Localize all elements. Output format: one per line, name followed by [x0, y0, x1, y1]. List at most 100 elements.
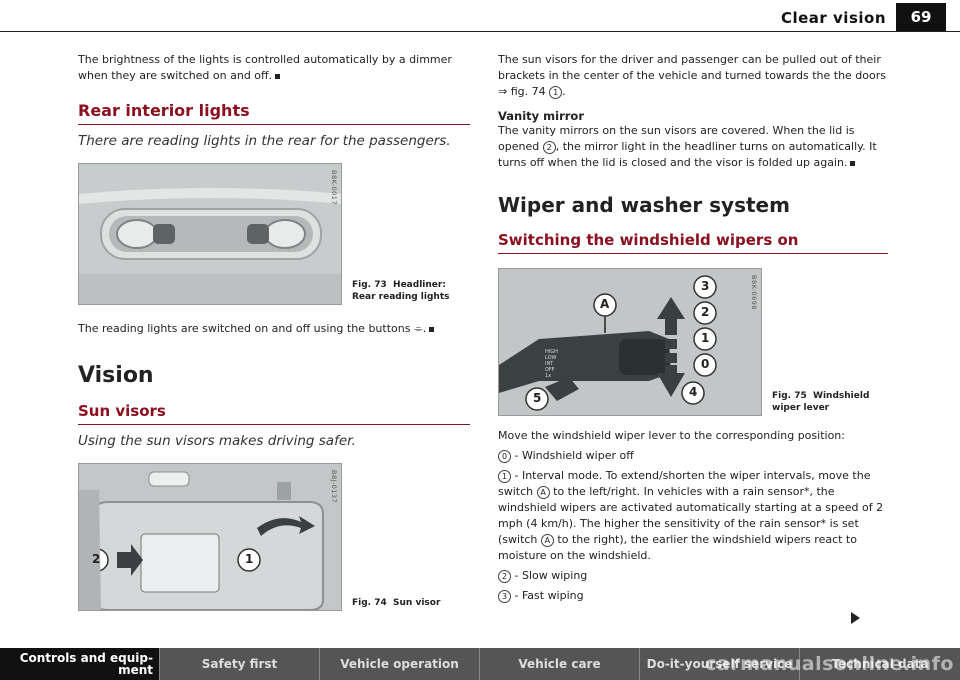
open-arrow: [117, 544, 143, 576]
sun-visor-drawing: [79, 464, 341, 610]
list-item: 2 - Slow wiping: [498, 568, 888, 584]
vision-heading: Vision: [78, 363, 154, 388]
callout-0-label: 0: [701, 357, 710, 371]
dimmer-paragraph: The brightness of the lights is controll…: [78, 52, 470, 84]
left-lamp-button: [153, 224, 175, 244]
dimmer-text: The brightness of the lights is controll…: [78, 53, 452, 82]
lever-position-labels: HIGH LOW INT OFF 1x: [545, 349, 558, 379]
move-lever-paragraph: Move the windshield wiper lever to the c…: [498, 429, 845, 442]
position-description: - Fast wiping: [514, 589, 584, 602]
caption-label: Fig. 74: [352, 598, 387, 608]
figure-73-caption: Fig. 73 Headliner: Rear reading lights: [352, 279, 449, 303]
callout-1: [237, 548, 261, 572]
wiper-lever-illustration: A 3 2 1 0 4 5 HIGH LOW INT OFF 1x B8K-06…: [498, 268, 762, 416]
nav-tab-vehicle-care[interactable]: Vehicle care: [480, 648, 640, 680]
callout-5-label: 5: [533, 391, 542, 405]
position-number: 0: [498, 449, 511, 463]
right-column: The sun visors for the driver and passen…: [498, 52, 888, 604]
nav-tab-diy-service[interactable]: Do-it-yourself service: [640, 648, 800, 680]
mirror-light: [148, 471, 190, 487]
header-rule: [0, 31, 960, 32]
up-arrow: [657, 297, 685, 335]
figure-74-caption: Fig. 74 Sun visor: [352, 597, 440, 609]
callout-1-label: 1: [701, 331, 710, 345]
caption-title-2: wiper lever: [772, 403, 830, 413]
caption-title-2: Rear reading lights: [352, 292, 450, 302]
callout-0: [693, 353, 717, 377]
sun-visor-illustration: 2 1 B8J-0137: [78, 463, 342, 611]
position-description-3: to the right), the earlier the windshiel…: [498, 533, 857, 562]
right-lamp-button: [247, 224, 269, 244]
callout-2-label: 2: [701, 305, 710, 319]
figure-code: B8K-0698: [750, 275, 758, 311]
reading-light-button-icon: ⌯: [413, 322, 423, 335]
figure-75-caption: Fig. 75 Windshield wiper lever: [772, 390, 869, 414]
position-description-2: to the left/right. In vehicles with a ra…: [498, 485, 884, 546]
continue-arrow-icon: [851, 612, 860, 624]
vanity-text-b: , the mirror light in the headliner turn…: [498, 140, 877, 169]
vanity-mirror: [140, 533, 220, 593]
switch-reference: A: [540, 533, 554, 547]
nav-tab-controls[interactable]: Controls and equip- ment: [0, 648, 160, 680]
rotate-arrow: [257, 516, 315, 536]
caption-label: Fig. 73: [352, 280, 387, 290]
figure-74: 2 1 B8J-0137 Fig. 74 Sun visor: [78, 463, 470, 611]
callout-5: [525, 387, 549, 411]
rear-lights-heading: Rear interior lights: [78, 101, 470, 125]
callout-1-label: 1: [245, 552, 254, 566]
watermark: carmanualsonline.info: [705, 653, 954, 675]
list-item: 1 - Interval mode. To extend/shorten the…: [498, 468, 888, 564]
headliner-illustration: B8K-0017: [78, 163, 342, 305]
vanity-mirror-heading: Vanity mirror: [498, 109, 584, 123]
left-column: The brightness of the lights is controll…: [78, 52, 470, 611]
callout-1: [693, 327, 717, 351]
callout-3: [693, 275, 717, 299]
callout-reference: 2: [542, 140, 556, 154]
callout-reference: 1: [549, 85, 563, 99]
callout-A: [593, 293, 617, 317]
lever-label: 1x: [545, 373, 552, 379]
lever-label: HIGH: [545, 349, 558, 355]
visors-text: The sun visors for the driver and passen…: [498, 53, 886, 82]
figure-73: B8K-0017 Fig. 73 Headliner: Rear reading…: [78, 163, 470, 305]
vanity-text-a: The vanity mirrors on the sun visors are…: [498, 124, 855, 153]
figure-reference: ⇒ fig. 74: [498, 85, 546, 98]
page-header: Clear vision 69: [0, 0, 960, 34]
sun-visors-heading: Sun visors: [78, 402, 470, 425]
end-mark: [429, 326, 435, 332]
end-mark: [275, 73, 281, 79]
wiper-heading: Wiper and washer system: [498, 193, 790, 217]
switching-heading: Switching the windshield wipers on: [498, 231, 888, 254]
callout-2: [693, 301, 717, 325]
nav-tab-safety[interactable]: Safety first: [160, 648, 320, 680]
caption-title: Sun visor: [393, 598, 441, 608]
figure-code: B8J-0137: [330, 470, 338, 504]
visors-paragraph: The sun visors for the driver and passen…: [498, 53, 886, 99]
nav-tab-vehicle-operation[interactable]: Vehicle operation: [320, 648, 480, 680]
headliner-drawing: [79, 164, 341, 304]
figure-code: B8K-0017: [330, 170, 338, 206]
position-number: 2: [498, 569, 511, 583]
callout-4: [681, 381, 705, 405]
right-reading-lamp: [264, 219, 306, 249]
callout-3-label: 3: [701, 279, 710, 293]
list-item: 0 - Windshield wiper off: [498, 448, 888, 464]
nav-tab-technical-data[interactable]: Technical data: [800, 648, 960, 680]
lever-label: INT: [545, 361, 554, 367]
section-navigation: Controls and equip- ment Safety first Ve…: [0, 648, 960, 680]
down-arrow: [657, 365, 685, 397]
pull-arrow: [545, 377, 579, 401]
callout-2-label: 2: [92, 552, 101, 566]
rear-lights-intro: There are reading lights in the rear for…: [78, 133, 451, 149]
callout-4-label: 4: [689, 385, 698, 399]
position-description: - Slow wiping: [514, 569, 588, 582]
position-number: 1: [498, 469, 511, 483]
reading-lights-paragraph: The reading lights are switched on and o…: [78, 321, 470, 337]
sun-visors-intro: Using the sun visors makes driving safer…: [78, 433, 356, 449]
position-description: - Interval mode. To extend/shorten the w…: [498, 469, 871, 498]
position-description: - Windshield wiper off: [514, 449, 634, 462]
caption-title: Headliner:: [393, 280, 446, 290]
vanity-paragraph: The vanity mirrors on the sun visors are…: [498, 123, 888, 171]
reading-lights-text: The reading lights are switched on and o…: [78, 322, 411, 335]
chapter-title: Clear vision: [780, 9, 886, 27]
